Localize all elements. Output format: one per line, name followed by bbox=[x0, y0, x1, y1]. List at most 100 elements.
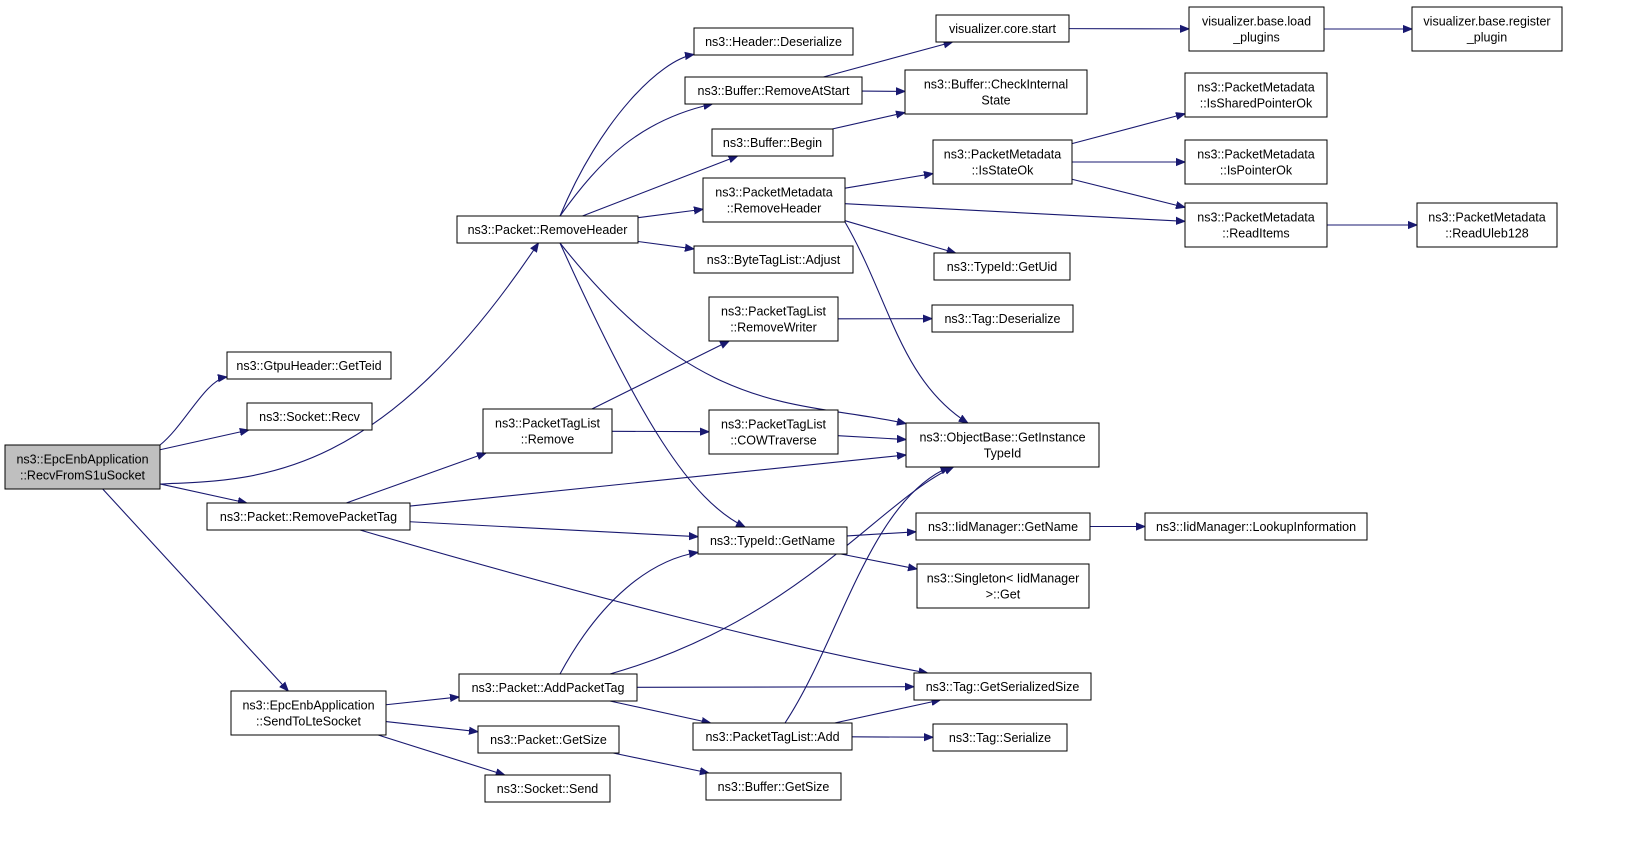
node-label: _plugins bbox=[1232, 31, 1280, 45]
node-label: ns3::Socket::Send bbox=[497, 782, 599, 796]
node-rmhdr[interactable]: ns3::Packet::RemoveHeader bbox=[456, 215, 639, 244]
node-recv[interactable]: ns3::Socket::Recv bbox=[246, 402, 373, 431]
node-label: ns3::PacketMetadata bbox=[1428, 211, 1545, 225]
node-layer: ns3::EpcEnbApplication::RecvFromS1uSocke… bbox=[4, 6, 1563, 803]
node-root[interactable]: ns3::EpcEnbApplication::RecvFromS1uSocke… bbox=[4, 444, 161, 490]
node-pmshared[interactable]: ns3::PacketMetadata::IsSharedPointerOk bbox=[1184, 72, 1328, 118]
edge-addtag-to-ptladd bbox=[609, 700, 711, 723]
node-label: ns3::TypeId::GetName bbox=[710, 534, 835, 548]
edge-rmhdr-to-hdrdes bbox=[559, 54, 694, 217]
edge-root-to-rmtag bbox=[159, 483, 247, 503]
node-box bbox=[905, 422, 1100, 468]
node-label: TypeId bbox=[984, 447, 1022, 461]
node-label: ::RemoveWriter bbox=[730, 321, 817, 335]
node-addtag[interactable]: ns3::Packet::AddPacketTag bbox=[458, 673, 638, 702]
edge-rmhdr-to-tidname bbox=[559, 242, 745, 527]
node-tagserialize[interactable]: ns3::Tag::Serialize bbox=[932, 723, 1068, 752]
node-box bbox=[933, 252, 1071, 281]
node-bufrm[interactable]: ns3::Buffer::RemoveAtStart bbox=[684, 76, 863, 105]
node-box bbox=[206, 502, 411, 531]
node-box bbox=[1144, 512, 1368, 541]
node-label: ns3::Buffer::Begin bbox=[723, 136, 822, 150]
node-box bbox=[932, 139, 1073, 185]
node-sksend[interactable]: ns3::Socket::Send bbox=[484, 774, 611, 803]
node-box bbox=[1416, 202, 1558, 248]
node-label: ::IsPointerOk bbox=[1220, 164, 1293, 178]
node-box bbox=[904, 69, 1088, 115]
node-label: ::Remove bbox=[521, 433, 575, 447]
node-ptlrm[interactable]: ns3::PacketTagList::Remove bbox=[482, 408, 613, 454]
node-box bbox=[702, 177, 846, 223]
node-box bbox=[4, 444, 161, 490]
node-pmread[interactable]: ns3::PacketMetadata::ReadItems bbox=[1184, 202, 1328, 248]
node-label: ns3::PacketMetadata bbox=[1197, 148, 1314, 162]
edge-sendlte-to-pktsize bbox=[385, 721, 478, 732]
node-label: ns3::Tag::Deserialize bbox=[944, 312, 1060, 326]
node-pktsize[interactable]: ns3::Packet::GetSize bbox=[477, 725, 620, 754]
node-tagdes[interactable]: ns3::Tag::Deserialize bbox=[931, 304, 1074, 333]
node-label: ns3::PacketMetadata bbox=[1197, 81, 1314, 95]
node-label: ns3::Packet::RemovePacketTag bbox=[220, 510, 397, 524]
node-vizreg[interactable]: visualizer.base.register_plugin bbox=[1411, 6, 1563, 52]
edge-rmhdr-to-objbase bbox=[559, 242, 906, 424]
node-pmstate[interactable]: ns3::PacketMetadata::IsStateOk bbox=[932, 139, 1073, 185]
node-box bbox=[246, 402, 373, 431]
edge-rmhdr-to-bufrm bbox=[559, 104, 712, 217]
node-gtpu[interactable]: ns3::GtpuHeader::GetTeid bbox=[226, 351, 392, 380]
node-box bbox=[693, 245, 854, 274]
node-bufbegin[interactable]: ns3::Buffer::Begin bbox=[711, 128, 834, 157]
edge-root-to-rmhdr bbox=[159, 243, 538, 485]
node-pmrmhdr[interactable]: ns3::PacketMetadata::RemoveHeader bbox=[702, 177, 846, 223]
node-hdrdes[interactable]: ns3::Header::Deserialize bbox=[693, 27, 854, 56]
node-pmptr[interactable]: ns3::PacketMetadata::IsPointerOk bbox=[1184, 139, 1328, 185]
node-label: ns3::PacketTagList bbox=[721, 418, 826, 432]
node-ptlcow[interactable]: ns3::PacketTagList::COWTraverse bbox=[708, 409, 839, 455]
node-box bbox=[693, 27, 854, 56]
node-label: visualizer.base.register bbox=[1423, 15, 1550, 29]
node-label: ns3::Packet::AddPacketTag bbox=[472, 681, 625, 695]
node-btladj[interactable]: ns3::ByteTagList::Adjust bbox=[693, 245, 854, 274]
node-bufsize[interactable]: ns3::Buffer::GetSize bbox=[705, 772, 842, 801]
node-box bbox=[711, 128, 834, 157]
node-box bbox=[1184, 139, 1328, 185]
node-label: ns3::Singleton< IidManager bbox=[927, 572, 1080, 586]
node-tiduid[interactable]: ns3::TypeId::GetUid bbox=[933, 252, 1071, 281]
node-sendlte[interactable]: ns3::EpcEnbApplication::SendToLteSocket bbox=[230, 690, 387, 736]
edge-addtag-to-tagser bbox=[636, 687, 914, 688]
node-label: ::SendToLteSocket bbox=[256, 715, 361, 729]
node-label: ns3::Packet::GetSize bbox=[490, 733, 607, 747]
node-vizload[interactable]: visualizer.base.load _plugins bbox=[1188, 6, 1325, 52]
node-singleton[interactable]: ns3::Singleton< IidManager>::Get bbox=[916, 563, 1090, 609]
edge-rmhdr-to-bufbegin bbox=[582, 156, 737, 217]
node-iidname[interactable]: ns3::IidManager::GetName bbox=[915, 512, 1091, 541]
node-label: ::RemoveHeader bbox=[727, 202, 822, 216]
edge-layer bbox=[102, 29, 1417, 775]
node-ptladd[interactable]: ns3::PacketTagList::Add bbox=[692, 722, 853, 751]
node-rmtag[interactable]: ns3::Packet::RemovePacketTag bbox=[206, 502, 411, 531]
edge-pmrmhdr-to-pmstate bbox=[844, 174, 933, 189]
edge-sendlte-to-sksend bbox=[377, 734, 505, 775]
node-label: State bbox=[981, 94, 1010, 108]
node-label: ns3::Header::Deserialize bbox=[705, 35, 842, 49]
node-label: ::IsStateOk bbox=[972, 164, 1035, 178]
node-pmuleb[interactable]: ns3::PacketMetadata::ReadUleb128 bbox=[1416, 202, 1558, 248]
node-tidname[interactable]: ns3::TypeId::GetName bbox=[697, 526, 848, 555]
node-ptlrw[interactable]: ns3::PacketTagList::RemoveWriter bbox=[708, 296, 839, 342]
node-label: visualizer.base.load bbox=[1202, 15, 1311, 29]
node-label: ns3::TypeId::GetUid bbox=[947, 260, 1058, 274]
node-iidlookup[interactable]: ns3::IidManager::LookupInformation bbox=[1144, 512, 1368, 541]
node-box bbox=[913, 672, 1092, 701]
edge-tidname-to-singleton bbox=[840, 553, 917, 569]
node-box bbox=[1184, 202, 1328, 248]
node-box bbox=[697, 526, 848, 555]
node-label: ns3::Buffer::GetSize bbox=[718, 780, 830, 794]
node-box bbox=[708, 409, 839, 455]
node-tagser[interactable]: ns3::Tag::GetSerializedSize bbox=[913, 672, 1092, 701]
node-label: ns3::ByteTagList::Adjust bbox=[707, 253, 841, 267]
node-label: ::ReadUleb128 bbox=[1445, 227, 1528, 241]
node-vizcore[interactable]: visualizer.core.start bbox=[935, 14, 1070, 43]
node-label: ns3::PacketTagList::Add bbox=[705, 730, 839, 744]
node-label: ns3::PacketTagList bbox=[495, 417, 600, 431]
